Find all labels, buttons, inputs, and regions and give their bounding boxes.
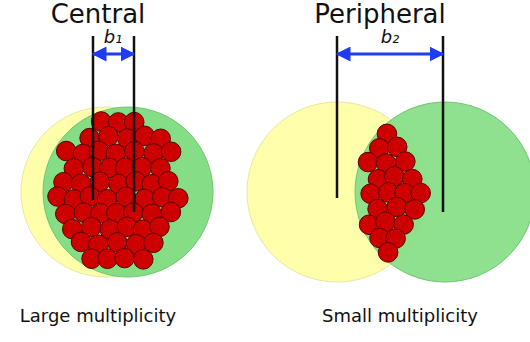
nucleons (48, 112, 431, 269)
impact-arrow (93, 53, 134, 56)
impact-parameter: b₁ (104, 27, 123, 47)
panel-title: Central (51, 0, 146, 29)
center-line (442, 36, 445, 212)
center-line (133, 36, 136, 212)
panel-title: Peripheral (314, 0, 446, 29)
impact-parameter: b₂ (381, 27, 400, 47)
multiplicity-label: Small multiplicity (322, 306, 478, 326)
nucleon (115, 248, 135, 268)
center-line (92, 36, 95, 200)
nucleon (71, 232, 91, 252)
nucleus-b (43, 107, 213, 277)
nucleon (161, 142, 181, 162)
nucleon (133, 250, 153, 270)
center-line (336, 36, 339, 198)
impact-arrow (337, 53, 443, 56)
nucleon (378, 243, 398, 263)
nucleon (358, 152, 378, 172)
multiplicity-label: Large multiplicity (20, 306, 176, 326)
